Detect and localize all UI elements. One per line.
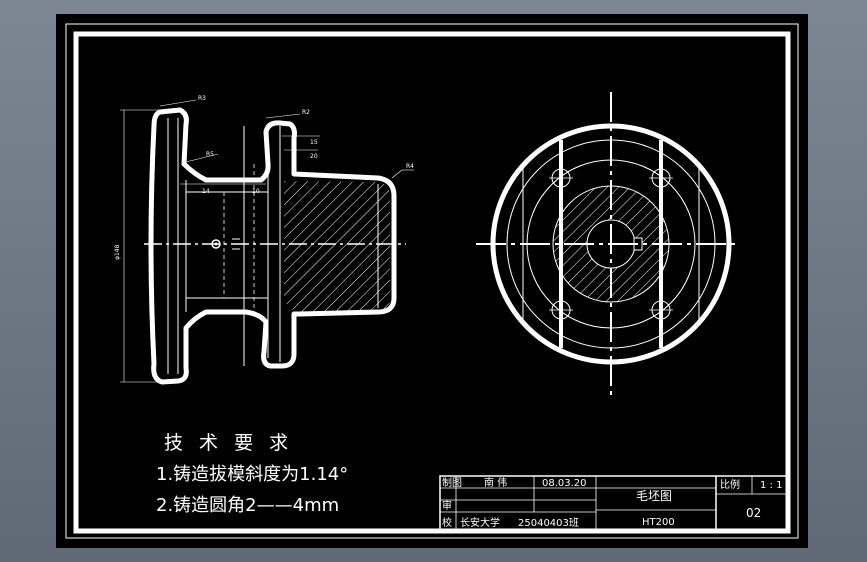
dim-diameter: φ148 <box>114 244 121 260</box>
dim-20: 20 <box>310 153 318 160</box>
title-block-school-label: 校 <box>442 516 452 529</box>
cad-drawing-canvas: R3 R2 15 20 R5 14 10 R4 φ148 技 术 要 求 1.铸… <box>56 14 808 548</box>
title-block <box>439 475 789 532</box>
dim-10: 10 <box>252 188 260 195</box>
hatched-section <box>284 181 390 312</box>
title-block-drawer-name: 南 伟 <box>484 476 507 489</box>
left-flange-outline <box>148 107 397 385</box>
dim-r5: R5 <box>206 151 214 158</box>
dim-r3: R3 <box>198 95 206 102</box>
dim-14: 14 <box>202 188 210 195</box>
requirement-fillet: 2.铸造圆角2——4mm <box>156 495 339 516</box>
requirements-title: 技 术 要 求 <box>164 432 293 454</box>
title-block-review-label: 审 <box>442 499 452 512</box>
outer-frame <box>65 23 799 539</box>
side-view <box>476 92 738 396</box>
inner-frame <box>73 31 791 534</box>
title-block-material: HT200 <box>642 517 675 528</box>
section-view <box>120 99 414 385</box>
title-block-date: 08.03.20 <box>542 478 587 489</box>
title-block-student-id: 25040403班 <box>518 517 579 529</box>
dim-r2: R2 <box>302 109 310 116</box>
title-block-part-name: 毛坯图 <box>636 489 672 503</box>
title-block-sheet-no: 02 <box>746 506 761 520</box>
title-block-draw-label: 制图 <box>442 476 462 489</box>
drawing-svg: R3 R2 15 20 R5 14 10 R4 φ148 技 术 要 求 1.铸… <box>65 23 799 539</box>
title-block-scale-label: 比例 <box>720 478 740 491</box>
title-block-scale-value: 1 : 1 <box>760 480 782 491</box>
dim-r4: R4 <box>406 163 414 170</box>
requirement-draft-angle: 1.铸造拔模斜度为1.14° <box>156 464 348 485</box>
title-block-school-name: 长安大学 <box>460 516 500 529</box>
dim-15: 15 <box>310 139 318 146</box>
